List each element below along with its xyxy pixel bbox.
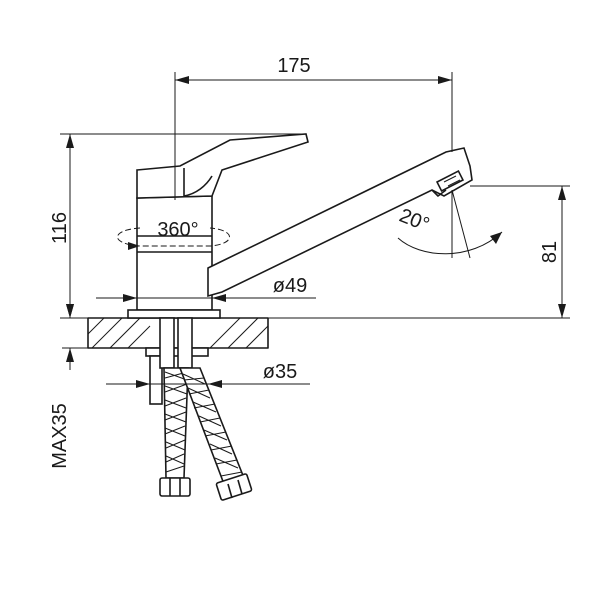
dimension-175-label: 175 [277,55,310,77]
mounting-stud [145,317,209,405]
dimension-175 [174,72,453,200]
angle-20-indicator [397,189,503,259]
dimension-81 [268,185,570,319]
dimension-116-label: 116 [49,212,71,244]
spout [207,147,473,298]
rotation-360-indicator [117,227,230,250]
dimension-diameter-35 [106,380,310,388]
rotation-360-label: 360° [157,219,198,241]
dimension-diameter-49 [96,294,316,302]
lever-handle [136,133,309,199]
braided-hose-left [159,367,191,497]
dimension-diameter-49-label: ø49 [273,275,307,297]
braided-hose-right [178,367,253,501]
dimension-81-label: 81 [539,241,561,263]
angle-20-label: 20° [396,205,432,237]
dimension-max35-label: MAX35 [49,403,71,469]
dimension-max35 [62,300,88,370]
dimension-diameter-35-label: ø35 [263,361,297,383]
faucet-body [127,195,221,319]
